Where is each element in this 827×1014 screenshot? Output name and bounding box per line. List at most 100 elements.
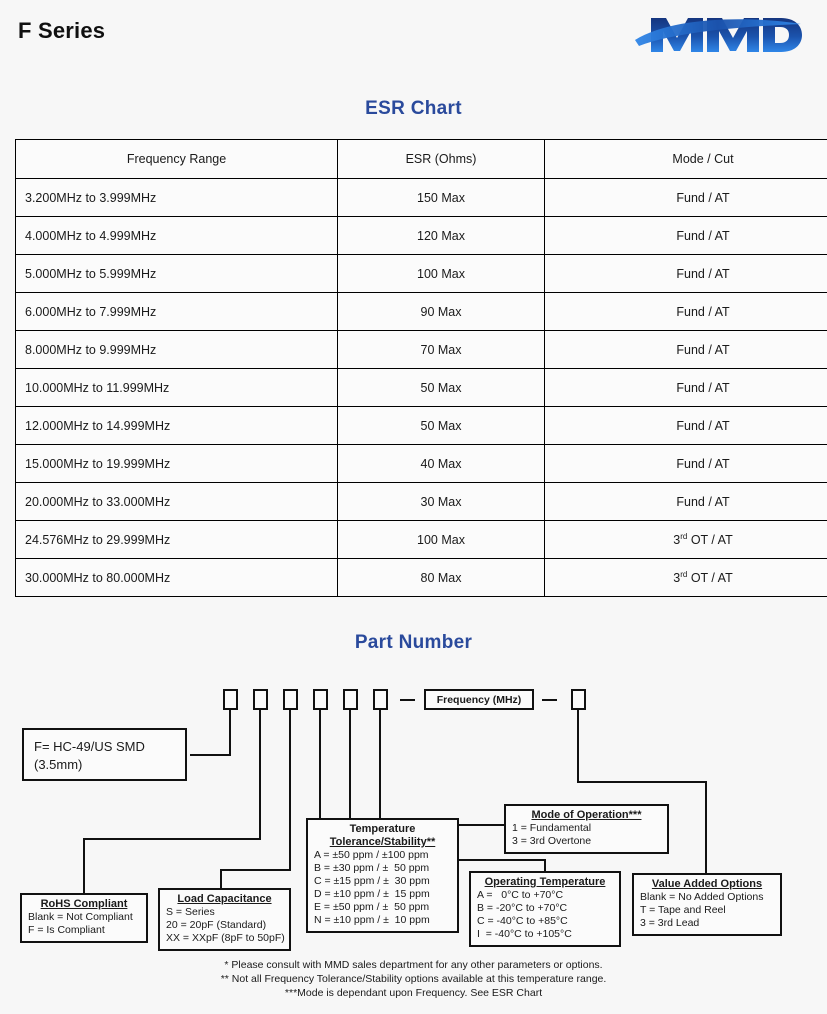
legend-mode-of-operation-title: Mode of Operation*** (531, 809, 642, 821)
legend-load-capacitance-title: Load Capacitance (177, 893, 272, 905)
cell-frequency-range: 6.000MHz to 7.999MHz (15, 292, 338, 331)
cell-mode-cut: Fund / AT (544, 254, 827, 293)
legend-rohs: RoHS Compliant Blank = Not Compliant F =… (20, 893, 148, 943)
connector-model (190, 710, 231, 756)
cell-frequency-range: 12.000MHz to 14.999MHz (15, 406, 338, 445)
legend-operating-temperature-title: Operating Temperature (484, 876, 606, 888)
part-number-diagram: Frequency (MHz) F= HC-49/US SMD (3.5mm) … (0, 660, 827, 1014)
cell-mode-cut: Fund / AT (544, 292, 827, 331)
cell-esr-ohms: 70 Max (337, 330, 545, 369)
column-header-mode: Mode / Cut (544, 139, 827, 179)
esr-chart-heading: ESR Chart (365, 98, 462, 119)
swoosh-shape (635, 19, 801, 46)
legend-model-line-2: (3.5mm) (34, 757, 83, 772)
legend-value-added-options: Value Added Options Blank = No Added Opt… (632, 873, 782, 936)
cell-mode-cut: 3rd OT / AT (544, 520, 827, 559)
esr-table-head: Frequency Range ESR (Ohms) Mode / Cut (15, 139, 827, 179)
esr-table: Frequency Range ESR (Ohms) Mode / Cut 3.… (15, 139, 827, 597)
cell-esr-ohms: 100 Max (337, 254, 545, 293)
cell-frequency-range: 15.000MHz to 19.999MHz (15, 444, 338, 483)
footnote-1: * Please consult with MMD sales departme… (224, 959, 603, 971)
connector-load-capacitance (220, 710, 291, 888)
cell-mode-cut: Fund / AT (544, 216, 827, 255)
cell-mode-superscript: rd (680, 569, 688, 579)
page-header: F Series (0, 0, 827, 70)
legend-tolerance-line-5: E = ±50 ppm / ± 50 ppm (314, 901, 430, 913)
code-box-6[interactable] (373, 689, 388, 710)
cell-mode-number: 3 (673, 571, 681, 586)
legend-value-added-line-2: T = Tape and Reel (640, 904, 726, 916)
cell-frequency-range: 10.000MHz to 11.999MHz (15, 368, 338, 407)
cell-mode-text: OT / AT (687, 533, 733, 548)
legend-rohs-line-2: F = Is Compliant (28, 924, 105, 936)
code-box-3[interactable] (283, 689, 298, 710)
legend-mode-of-operation-line-2: 3 = 3rd Overtone (512, 835, 592, 847)
mmd-logo (633, 10, 805, 58)
legend-operating-temperature-line-3: C = -40°C to +85°C (477, 915, 568, 927)
cell-esr-ohms: 50 Max (337, 368, 545, 407)
legend-rohs-title: RoHS Compliant (40, 898, 128, 910)
separator-dash-2 (542, 699, 557, 701)
cell-frequency-range: 20.000MHz to 33.000MHz (15, 482, 338, 521)
column-header-frequency: Frequency Range (15, 139, 338, 179)
connector-value-added (577, 710, 707, 873)
cell-frequency-range: 8.000MHz to 9.999MHz (15, 330, 338, 369)
legend-tolerance-line-1: A = ±50 ppm / ±100 ppm (314, 849, 429, 861)
cell-esr-ohms: 50 Max (337, 406, 545, 445)
separator-dash-1 (400, 699, 415, 701)
legend-tolerance-title-line-1: Temperature (349, 823, 416, 835)
legend-tolerance: Temperature Tolerance/Stability** A = ±5… (306, 818, 459, 933)
cell-esr-ohms: 40 Max (337, 444, 545, 483)
footnotes: * Please consult with MMD sales departme… (0, 958, 827, 1000)
footnote-2: ** Not all Frequency Tolerance/Stability… (220, 973, 607, 985)
legend-operating-temperature-line-2: B = -20°C to +70°C (477, 902, 568, 914)
table-header-row: Frequency Range ESR (Ohms) Mode / Cut (15, 139, 827, 179)
column-header-esr: ESR (Ohms) (337, 139, 545, 179)
code-box-4[interactable] (313, 689, 328, 710)
cell-mode-cut: Fund / AT (544, 482, 827, 521)
cell-esr-ohms: 100 Max (337, 520, 545, 559)
code-box-trailing[interactable] (571, 689, 586, 710)
legend-load-capacitance-line-1: S = Series (166, 906, 215, 918)
connector-rohs (83, 710, 261, 893)
cell-mode-number: 3 (673, 533, 681, 548)
cell-esr-ohms: 80 Max (337, 558, 545, 597)
legend-tolerance-line-2: B = ±30 ppm / ± 50 ppm (314, 862, 430, 874)
cell-esr-ohms: 120 Max (337, 216, 545, 255)
legend-operating-temperature-line-4: I = -40°C to +105°C (477, 928, 572, 940)
legend-tolerance-line-3: C = ±15 ppm / ± 30 ppm (314, 875, 430, 887)
frequency-field[interactable]: Frequency (MHz) (424, 689, 534, 710)
page-title: F Series (18, 18, 106, 43)
cell-mode-cut: Fund / AT (544, 368, 827, 407)
cell-frequency-range: 30.000MHz to 80.000MHz (15, 558, 338, 597)
cell-mode-cut: Fund / AT (544, 330, 827, 369)
code-box-5[interactable] (343, 689, 358, 710)
mmd-logo-svg (635, 18, 802, 52)
legend-tolerance-line-6: N = ±10 ppm / ± 10 ppm (314, 914, 430, 926)
code-box-1[interactable] (223, 689, 238, 710)
cell-mode-cut: Fund / AT (544, 406, 827, 445)
legend-load-capacitance: Load Capacitance S = Series 20 = 20pF (S… (158, 888, 291, 951)
legend-tolerance-title-line-2: Tolerance/Stability** (329, 836, 436, 848)
legend-mode-of-operation-line-1: 1 = Fundamental (512, 822, 592, 834)
cell-frequency-range: 5.000MHz to 5.999MHz (15, 254, 338, 293)
legend-model: F= HC-49/US SMD (3.5mm) (22, 728, 187, 781)
legend-value-added-line-1: Blank = No Added Options (640, 891, 764, 903)
legend-value-added-title: Value Added Options (651, 878, 763, 890)
part-number-heading: Part Number (354, 632, 473, 653)
legend-operating-temperature: Operating Temperature A = 0°C to +70°C B… (469, 871, 621, 947)
cell-frequency-range: 4.000MHz to 4.999MHz (15, 216, 338, 255)
code-box-2[interactable] (253, 689, 268, 710)
cell-mode-cut: Fund / AT (544, 178, 827, 217)
legend-load-capacitance-line-2: 20 = 20pF (Standard) (166, 919, 267, 931)
